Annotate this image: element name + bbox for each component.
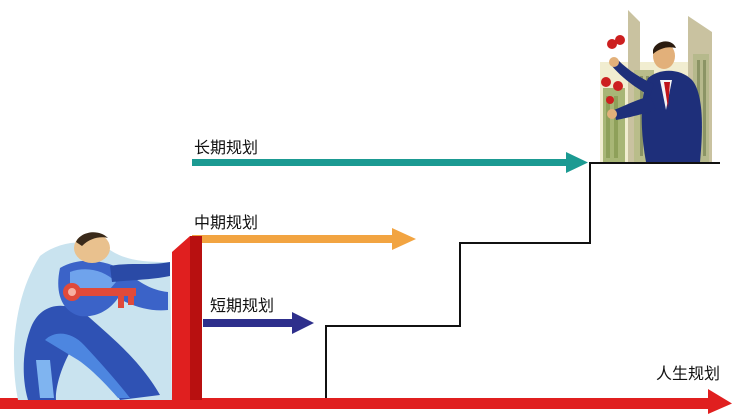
long-term-arrow	[192, 152, 588, 173]
life-label: 人生规划	[656, 364, 721, 383]
businessman-juggling-with-city-skyline-icon	[600, 10, 712, 162]
key-icon	[63, 283, 136, 308]
short-term-label: 短期规划	[210, 296, 275, 315]
mid-term-label: 中期规划	[194, 213, 259, 232]
life-arrow	[0, 389, 732, 414]
long-term-label: 长期规划	[194, 138, 259, 157]
staircase-line	[325, 162, 720, 398]
person-pushing-door-with-key-icon	[13, 232, 173, 400]
mid-term-arrow	[192, 228, 416, 250]
red-door-icon	[172, 236, 202, 400]
short-term-arrow	[203, 312, 314, 334]
